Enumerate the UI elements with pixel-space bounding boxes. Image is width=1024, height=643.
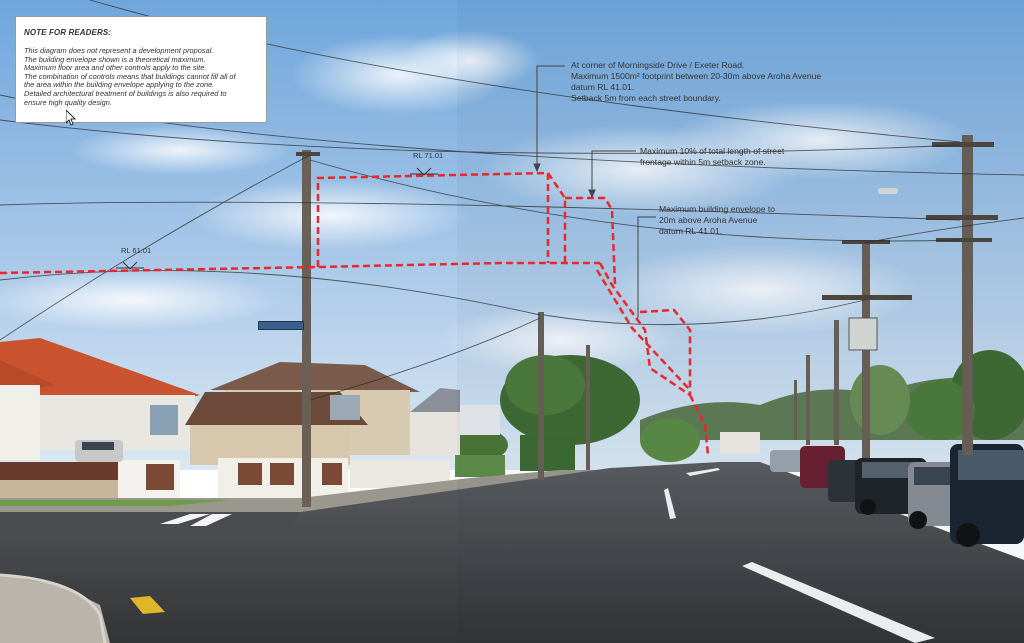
annotation-corner: At corner of Morningside Drive / Exeter …: [571, 60, 821, 104]
annotation-line: datum RL 41.01.: [659, 226, 723, 236]
note-body: This diagram does not represent a develo…: [24, 46, 258, 107]
annotation-line: frontage within 5m setback zone.: [640, 157, 766, 167]
road: [0, 462, 1024, 643]
traffic-sign: [848, 317, 878, 351]
photo-seam-tint: [457, 0, 1024, 643]
rl-label-71: RL 71.01: [413, 151, 444, 160]
clouds: [0, 30, 970, 375]
note-line: ensure high quality design.: [24, 97, 112, 107]
note-line: The combination of controls means that b…: [24, 71, 236, 81]
annotation-line: Maximum 10% of total length of street: [640, 146, 785, 156]
parked-cars-right: [770, 444, 1024, 547]
annotation-line: Maximum building envelope to: [659, 204, 776, 214]
note-title: NOTE FOR READERS:: [24, 28, 112, 37]
annotation-line: Maximum 1500m² footprint between 20-30m …: [571, 71, 822, 81]
note-line: Maximum floor area and other controls ap…: [24, 63, 207, 73]
reader-note-box: NOTE FOR READERS: This diagram does not …: [15, 16, 267, 123]
annotation-leaders: [533, 65, 656, 318]
note-line: the area within the building envelope ap…: [24, 80, 215, 90]
annotation-line: datum RL 41.01.: [571, 82, 635, 92]
road-cross: [0, 512, 300, 530]
annotation-line: Setback 5m from each street boundary.: [571, 93, 721, 103]
note-line: This diagram does not represent a develo…: [24, 46, 214, 55]
street-light-arm: [878, 188, 898, 194]
annotation-frontage: Maximum 10% of total length of street fr…: [640, 146, 784, 168]
note-line: Detailed architectural treatment of buil…: [24, 88, 227, 98]
curb-corner: [0, 575, 110, 643]
annotation-line: 20m above Aroha Avenue: [659, 215, 758, 225]
street-name-sign: [258, 321, 304, 330]
annotation-envelope: Maximum building envelope to 20m above A…: [659, 204, 775, 237]
mouse-cursor-icon: [66, 110, 76, 126]
note-line: The building envelope shown is a theoret…: [24, 54, 206, 64]
houses: [0, 338, 760, 465]
rl-marker-icon: [116, 167, 438, 270]
annotation-line: At corner of Morningside Drive / Exeter …: [571, 60, 745, 70]
rl-label-61: RL 61.01: [121, 246, 152, 255]
parked-car-left: [75, 440, 123, 462]
grass-left: [0, 500, 230, 506]
building-envelope: [0, 171, 710, 456]
road-markings: [160, 468, 935, 643]
